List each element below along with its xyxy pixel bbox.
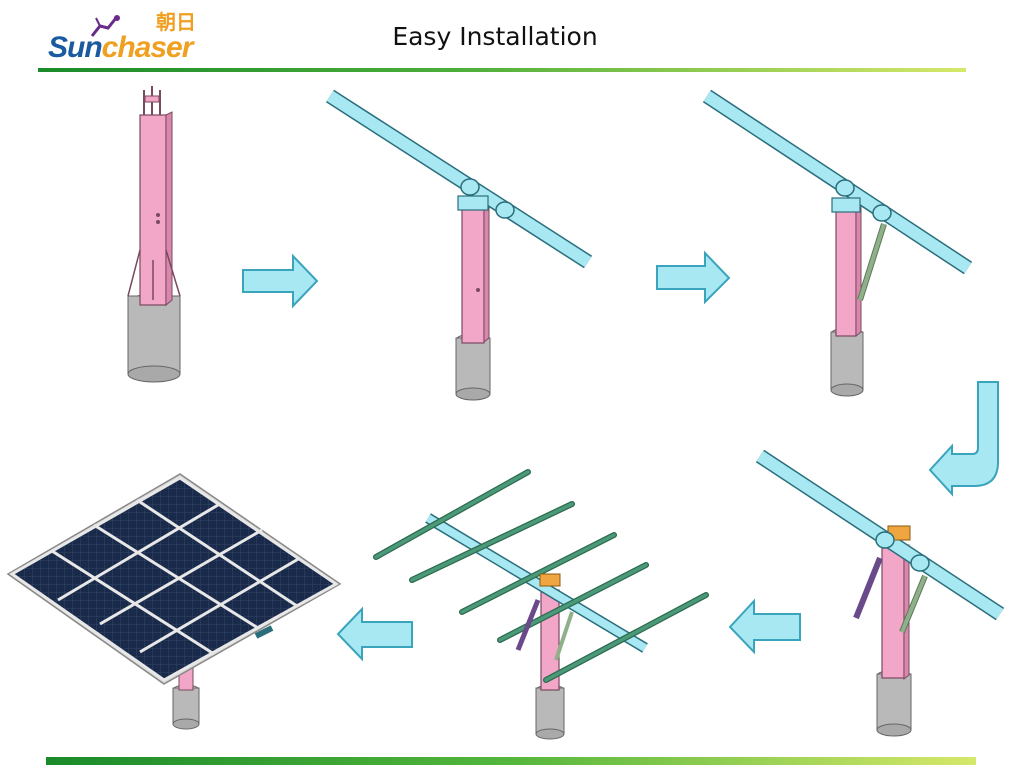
bottom-divider [46,757,976,765]
logo: 朝日 Sunchaser [44,10,204,68]
arrow-left-icon [728,598,801,655]
arrow-right-icon [656,250,731,305]
logo-word-part1: Sun [48,31,103,64]
step-2-crossbeam-figure [325,89,593,401]
logo-word-part2: chaser [101,31,194,64]
top-divider [38,68,966,72]
logo-wordmark: Sunchaser [48,31,194,64]
step-5-rails-figure [373,469,709,740]
arrow-turn-down-left-icon [928,381,999,497]
logo-chinese-text: 朝日 [156,10,196,34]
arrow-left-icon [336,606,413,662]
solar-panel-grid [9,476,339,682]
arrow-right-icon [242,253,319,309]
page-title: Easy Installation [392,22,598,51]
step-1-pillar-figure [127,86,181,383]
step-3-actuator-figure [702,89,973,397]
step-6-solar-array-figure [6,473,342,730]
step-4-double-actuator-figure [755,449,1005,737]
runner-logo-icon [90,15,120,37]
